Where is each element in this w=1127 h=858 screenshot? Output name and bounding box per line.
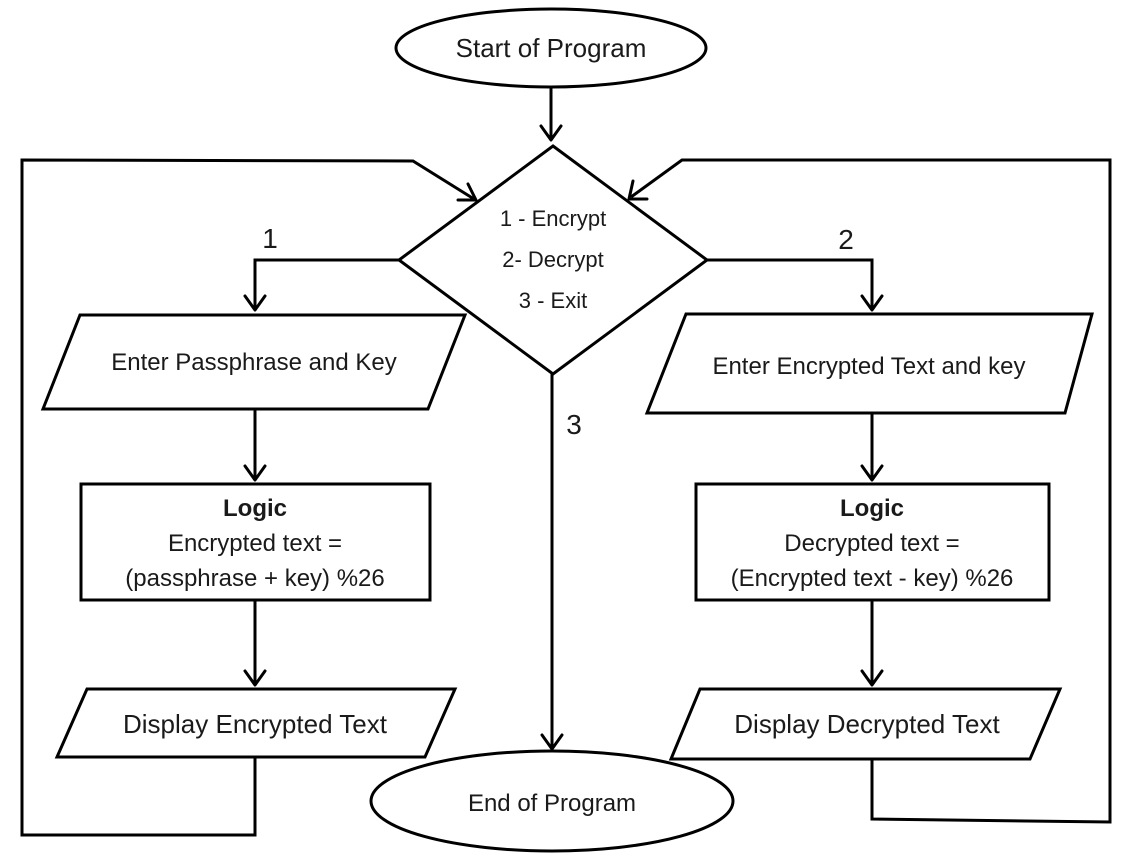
- enter-passphrase-input: [40, 313, 468, 411]
- arrowhead-menu-to-end: [540, 733, 564, 751]
- branch-label-exit: 3: [566, 409, 582, 440]
- logic-encrypt-line2: (passphrase + key) %26: [125, 565, 384, 592]
- end-terminal: [369, 749, 735, 853]
- arrowhead-start-to-menu: [539, 124, 563, 142]
- menu-option-encrypt: 1 - Encrypt: [500, 206, 606, 231]
- arrowhead-loop-back-encrypt: [456, 182, 478, 202]
- logic-decrypt-title: Logic: [840, 495, 904, 522]
- enter-passphrase-label: Enter Passphrase and Key: [111, 349, 397, 376]
- enter-encrypted-text-label: Enter Encrypted Text and key: [712, 353, 1025, 380]
- branch-label-encrypt: 1: [262, 223, 278, 254]
- arrowhead-menu-to-encrypt: [243, 294, 267, 312]
- logic-encrypt-line1: Encrypted text =: [168, 530, 342, 557]
- display-encrypted-output: [54, 687, 458, 759]
- enter-encrypted-text-input: [644, 312, 1094, 415]
- loop-back-encrypt: [20, 158, 475, 837]
- start-terminal: [394, 7, 708, 89]
- arrowhead-menu-to-decrypt: [860, 294, 884, 312]
- loop-back-decrypt: [630, 158, 1112, 824]
- connector-menu-to-encrypt: [253, 258, 400, 308]
- logic-decrypt-line2: (Encrypted text - key) %26: [731, 565, 1014, 592]
- display-decrypted-output: [668, 687, 1063, 761]
- arrowhead-loop-back-decrypt: [627, 179, 649, 201]
- logic-decrypt-line1: Decrypted text =: [784, 530, 959, 557]
- menu-option-decrypt: 2- Decrypt: [502, 247, 603, 272]
- branch-label-decrypt: 2: [838, 224, 854, 255]
- arrowhead-logic-to-display-decrypt: [860, 669, 884, 687]
- end-label: End of Program: [468, 790, 636, 817]
- arrowhead-logic-to-display-encrypt: [243, 669, 267, 687]
- logic-encrypt-process: [79, 482, 432, 602]
- menu-option-exit: 3 - Exit: [519, 288, 587, 313]
- menu-decision: [396, 144, 710, 376]
- display-encrypted-label: Display Encrypted Text: [123, 709, 388, 739]
- connector-menu-to-decrypt: [707, 258, 874, 308]
- display-decrypted-label: Display Decrypted Text: [734, 709, 1000, 739]
- arrowhead-enter-to-logic-encrypt: [243, 464, 267, 482]
- arrowhead-enter-to-logic-decrypt: [860, 464, 884, 482]
- logic-encrypt-title: Logic: [223, 495, 287, 522]
- logic-decrypt-process: [694, 482, 1051, 602]
- start-label: Start of Program: [456, 33, 647, 63]
